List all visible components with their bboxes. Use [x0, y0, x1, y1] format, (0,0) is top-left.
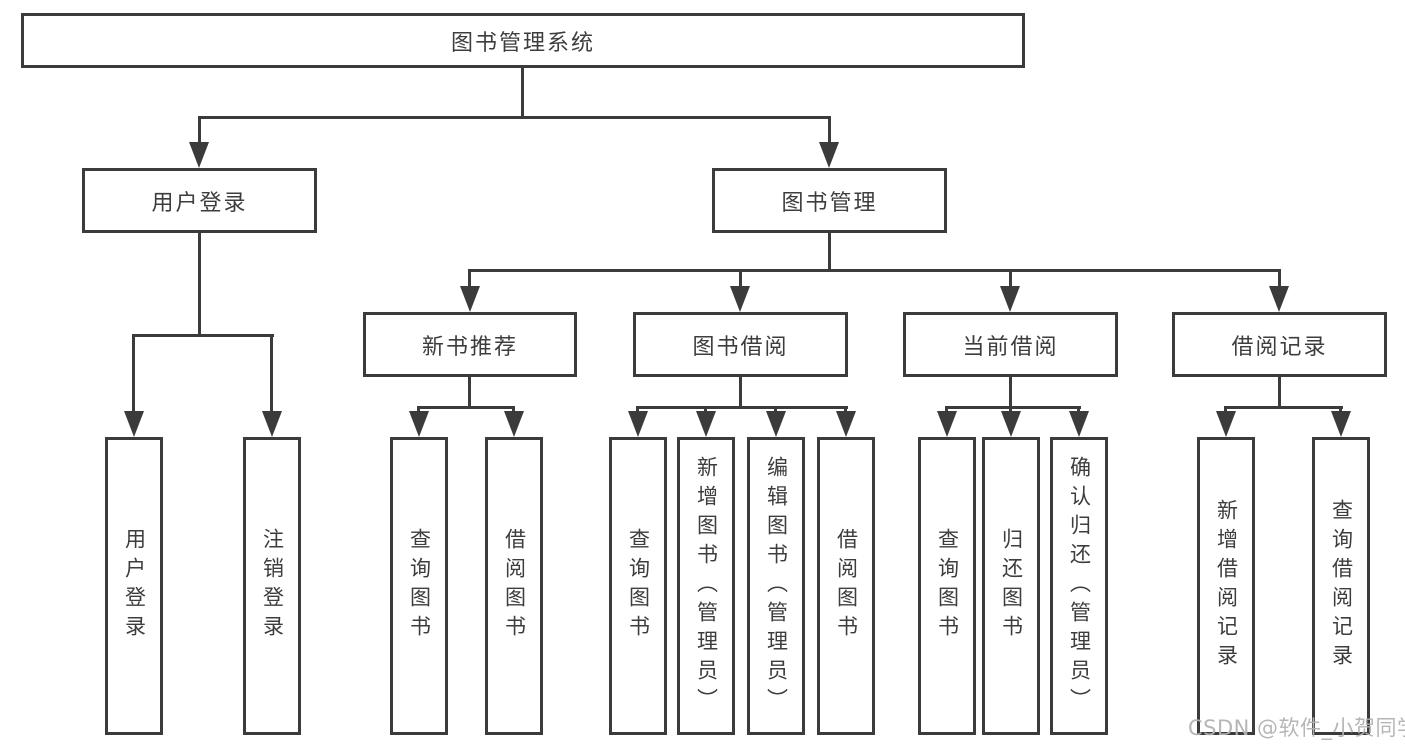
connector-line: [1339, 406, 1342, 414]
arrow-down-icon: [1331, 411, 1351, 437]
connector-line: [1224, 406, 1343, 409]
connector-line: [1009, 377, 1012, 408]
connector-line: [844, 406, 847, 414]
arrow-down-icon: [836, 411, 856, 437]
leaf-return-book: 归还图书: [982, 437, 1040, 735]
arrow-down-icon: [766, 411, 786, 437]
connector-line: [468, 269, 471, 289]
connector-line: [512, 406, 515, 414]
leaf-user-login: 用户登录: [105, 437, 163, 735]
connector-line: [828, 233, 831, 271]
arrow-down-icon: [696, 411, 716, 437]
connector-line: [198, 116, 201, 144]
connector-line: [1278, 269, 1281, 289]
connector-line: [739, 269, 742, 289]
arrow-down-icon: [628, 411, 648, 437]
arrow-down-icon: [460, 286, 480, 312]
leaf-query-books-borrowing: 查询图书: [609, 437, 667, 735]
node-new-book-recommend: 新书推荐: [363, 312, 577, 377]
connector-line: [1077, 406, 1080, 414]
arrow-down-icon: [937, 411, 957, 437]
connector-line: [636, 406, 848, 409]
connector-line: [198, 233, 201, 335]
connector-line: [417, 406, 515, 409]
connector-line: [945, 406, 948, 414]
connector-line: [945, 406, 1081, 409]
arrow-down-icon: [189, 142, 209, 168]
leaf-add-book-admin: 新增图书（管理员）: [677, 437, 735, 735]
arrow-down-icon: [504, 411, 524, 437]
leaf-borrow-books-borrowing: 借阅图书: [817, 437, 875, 735]
arrow-down-icon: [1000, 286, 1020, 312]
node-book-management: 图书管理: [712, 168, 947, 233]
connector-line: [739, 377, 742, 408]
leaf-logout: 注销登录: [243, 437, 301, 735]
arrow-down-icon: [1069, 411, 1089, 437]
arrow-down-icon: [730, 286, 750, 312]
arrow-down-icon: [409, 411, 429, 437]
node-root-library-system: 图书管理系统: [21, 13, 1025, 68]
connector-line: [704, 406, 707, 414]
connector-line: [270, 334, 273, 413]
leaf-borrow-books-recommend: 借阅图书: [485, 437, 543, 735]
arrow-down-icon: [124, 411, 144, 437]
connector-line: [1224, 406, 1227, 414]
connector-line: [1009, 269, 1012, 289]
node-current-borrowing: 当前借阅: [903, 312, 1118, 377]
connector-line: [468, 269, 1281, 272]
arrow-down-icon: [1216, 411, 1236, 437]
node-user-login: 用户登录: [82, 168, 317, 233]
leaf-confirm-return-admin: 确认归还（管理员）: [1050, 437, 1108, 735]
connector-line: [828, 116, 831, 144]
connector-line: [132, 334, 274, 337]
connector-line: [198, 116, 831, 119]
connector-line: [1278, 377, 1281, 408]
connector-line: [774, 406, 777, 414]
leaf-query-borrow-record: 查询借阅记录: [1312, 437, 1370, 735]
connector-line: [417, 406, 420, 414]
connector-line: [521, 68, 524, 117]
arrow-down-icon: [1269, 286, 1289, 312]
connector-line: [1009, 406, 1012, 414]
leaf-query-books-recommend: 查询图书: [390, 437, 448, 735]
node-borrowing-records: 借阅记录: [1172, 312, 1387, 377]
connector-line: [636, 406, 639, 414]
watermark: CSDN @软件_小贺同学: [1188, 716, 1405, 740]
leaf-add-borrow-record: 新增借阅记录: [1197, 437, 1255, 735]
arrow-down-icon: [262, 411, 282, 437]
leaf-query-books-current: 查询图书: [918, 437, 976, 735]
node-book-borrowing: 图书借阅: [633, 312, 848, 377]
arrow-down-icon: [819, 142, 839, 168]
connector-line: [468, 377, 471, 408]
arrow-down-icon: [1001, 411, 1021, 437]
leaf-edit-book-admin: 编辑图书（管理员）: [747, 437, 805, 735]
connector-line: [132, 334, 135, 413]
